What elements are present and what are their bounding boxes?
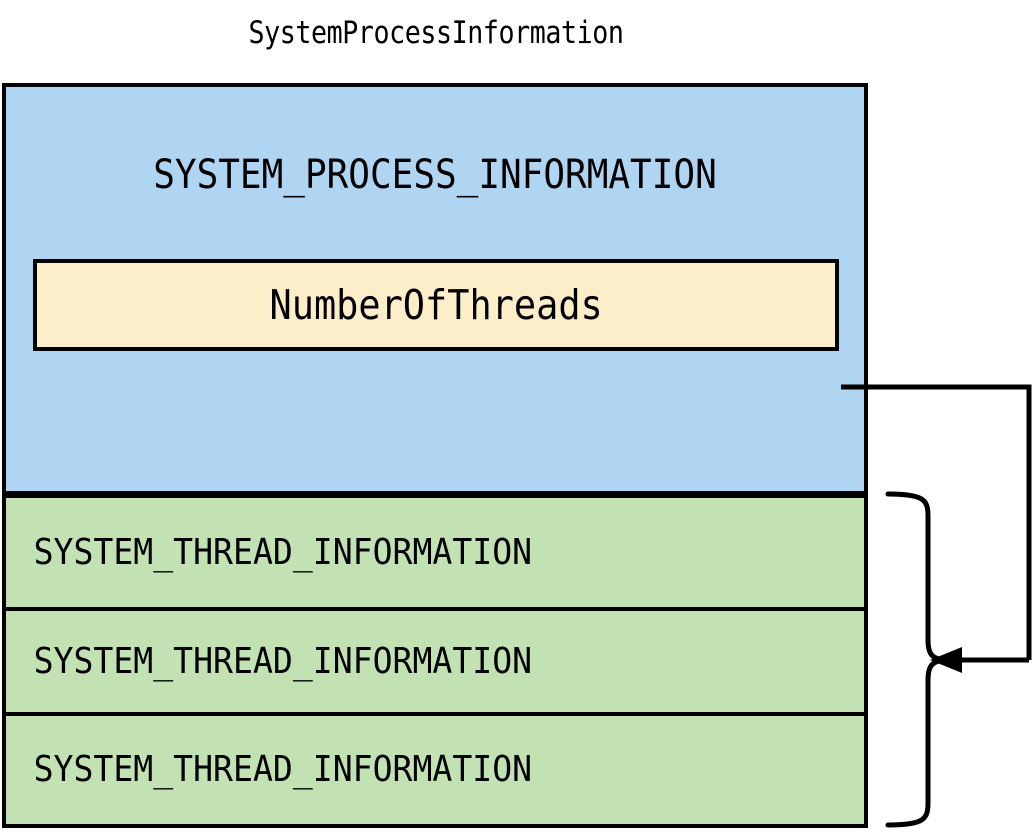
number-of-threads-pointer-line [841, 384, 1032, 660]
thread-information-block-3: SYSTEM_THREAD_INFORMATION [2, 713, 868, 828]
number-of-threads-field: NumberOfThreads [33, 259, 839, 351]
thread-block-label-3: SYSTEM_THREAD_INFORMATION [33, 749, 533, 790]
process-block-label: SYSTEM_PROCESS_INFORMATION [153, 152, 717, 198]
number-of-threads-label: NumberOfThreads [269, 281, 603, 329]
thread-block-label-2: SYSTEM_THREAD_INFORMATION [33, 640, 533, 682]
thread-information-block-1: SYSTEM_THREAD_INFORMATION [2, 495, 868, 611]
page-title: SystemProcessInformation [248, 15, 624, 51]
pointer-arrowhead-icon [930, 647, 962, 673]
thread-information-block-2: SYSTEM_THREAD_INFORMATION [2, 608, 868, 716]
thread-array-brace-icon [885, 491, 948, 828]
thread-block-label-1: SYSTEM_THREAD_INFORMATION [33, 531, 533, 573]
